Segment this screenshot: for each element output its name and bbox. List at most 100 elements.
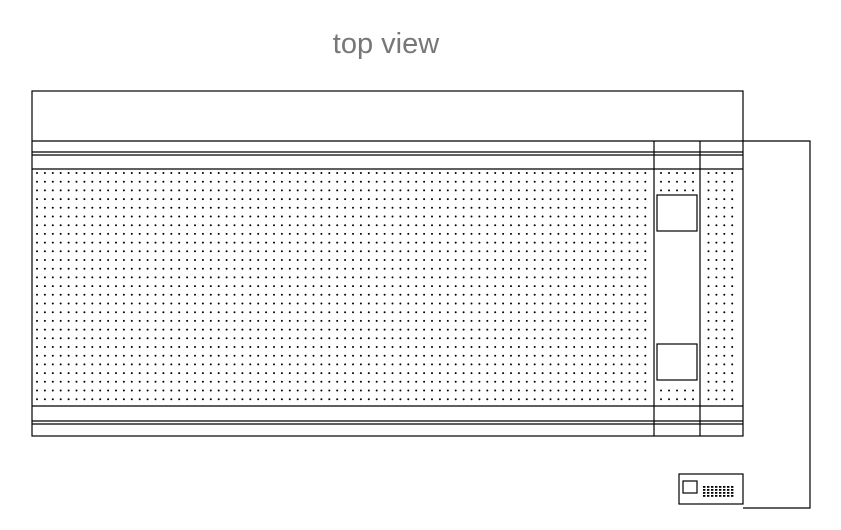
perforation-dot: [533, 189, 536, 192]
perforation-dot: [352, 267, 354, 270]
perforation-dot: [336, 276, 339, 279]
perforation-dot: [644, 276, 647, 279]
perforation-dot: [383, 232, 386, 235]
perforation-dot: [162, 180, 165, 183]
perforation-dot: [731, 215, 734, 218]
perforation-dot: [352, 224, 354, 227]
perforation-dot: [367, 311, 370, 314]
perforation-dot: [407, 259, 410, 261]
perforation-dot: [510, 293, 512, 296]
perforation-dot: [225, 372, 228, 375]
perforation-dot: [589, 372, 591, 375]
perforation-dot: [589, 285, 591, 288]
perforation-dot: [383, 354, 386, 357]
perforation-dot: [557, 276, 560, 279]
perforation-dot: [146, 250, 149, 253]
perforation-dot: [502, 250, 505, 253]
perforation-dot: [296, 337, 299, 340]
perforation-dot: [209, 180, 212, 183]
perforation-dot: [462, 250, 465, 253]
perforation-dot: [328, 206, 331, 209]
perforation-dot: [99, 206, 102, 209]
perforation-dot: [502, 380, 505, 383]
perforation-dot: [612, 180, 615, 183]
perforation-dot: [525, 180, 528, 183]
perforation-dot: [186, 206, 189, 209]
perforation-dot: [604, 232, 607, 235]
perforation-dot: [415, 215, 418, 218]
perforation-dot: [596, 180, 599, 183]
perforation-dot: [723, 389, 726, 392]
perforation-dot: [510, 215, 512, 218]
perforation-dot: [541, 354, 544, 357]
perforation-dot: [399, 302, 402, 305]
perforation-dot: [423, 180, 426, 183]
perforation-dot: [194, 389, 196, 392]
perforation-dot: [162, 267, 165, 270]
perforation-dot: [423, 346, 426, 348]
perforation-dot: [280, 241, 283, 244]
perforation-dot: [517, 250, 520, 253]
perforation-dot: [67, 354, 70, 357]
perforation-dot: [170, 267, 173, 270]
perforation-dot: [533, 250, 536, 253]
perforation-dot: [723, 346, 726, 348]
perforation-dot: [589, 250, 591, 253]
perforation-dot: [367, 337, 370, 340]
perforation-dot: [257, 180, 260, 183]
perforation-dot: [581, 224, 584, 227]
perforation-dot: [288, 328, 291, 331]
perforation-dot: [241, 319, 244, 322]
perforation-dot: [533, 372, 536, 375]
perforation-dot: [423, 319, 426, 322]
perforation-dot: [130, 354, 133, 357]
perforation-dot: [510, 389, 512, 392]
perforation-dot: [36, 250, 38, 253]
perforation-dot: [486, 241, 489, 244]
perforation-dot: [225, 319, 228, 322]
perforation-dot: [517, 372, 520, 375]
perforation-dot: [51, 215, 54, 218]
perforation-dot: [138, 276, 141, 279]
perforation-dot: [217, 328, 220, 331]
perforation-dot: [549, 172, 552, 174]
perforation-dot: [233, 259, 236, 261]
perforation-dot: [288, 224, 291, 227]
perforation-dot: [415, 311, 418, 314]
perforation-dot: [589, 215, 591, 218]
perforation-dot: [75, 389, 78, 392]
perforation-dot: [344, 311, 347, 314]
perforation-dot: [628, 206, 631, 209]
perforation-dot: [138, 172, 141, 174]
perforation-dot: [415, 293, 418, 296]
perforation-dot: [628, 293, 631, 296]
perforation-dot: [288, 363, 291, 366]
perforation-dot: [423, 337, 426, 340]
perforation-dot: [557, 215, 560, 218]
perforation-dot: [91, 250, 94, 253]
perforation-dot: [715, 267, 718, 270]
perforation-dot: [541, 319, 544, 322]
perforation-dot: [446, 285, 449, 288]
perforation-dot: [328, 285, 331, 288]
perforation-dot: [241, 398, 244, 401]
perforation-dot: [668, 389, 670, 392]
perforation-dot: [517, 232, 520, 235]
perforation-dot: [628, 232, 631, 235]
perforation-dot: [470, 398, 473, 401]
keypad-key: [723, 486, 726, 488]
perforation-dot: [312, 389, 315, 392]
perforation-dot: [107, 372, 110, 375]
perforation-dot: [510, 224, 512, 227]
perforation-dot: [352, 380, 354, 383]
controller-keypad: [703, 486, 734, 497]
perforation-dot: [604, 328, 607, 331]
perforation-dot: [486, 346, 489, 348]
perforation-dot: [59, 354, 62, 357]
perforation-dot: [383, 380, 386, 383]
perforation-dot: [194, 337, 196, 340]
perforation-dot: [359, 224, 362, 227]
perforation-dot: [692, 398, 694, 401]
perforation-dot: [146, 276, 149, 279]
perforation-dot: [478, 389, 481, 392]
